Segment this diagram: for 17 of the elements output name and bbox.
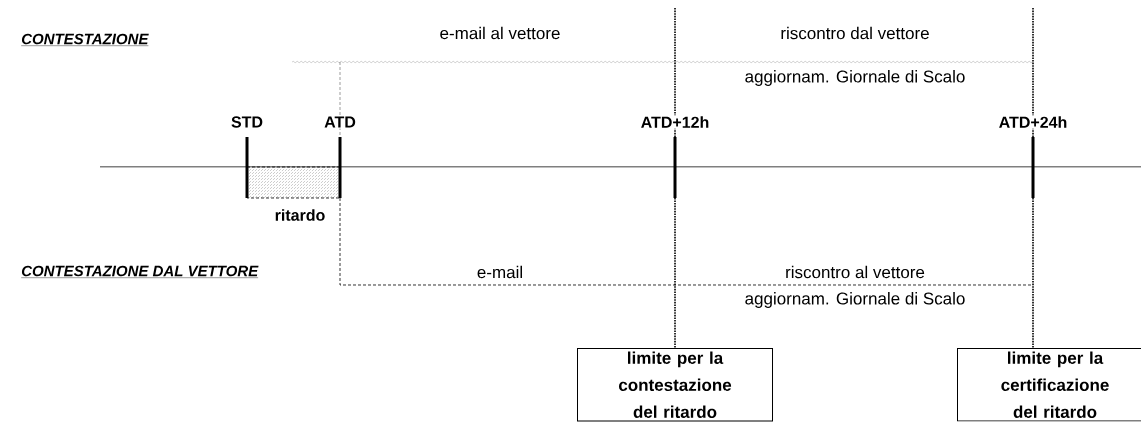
step-label: aggiornam. Giornale di Scalo bbox=[743, 69, 967, 87]
time-label: ATD+24h bbox=[997, 115, 1069, 129]
step-label: e-mail bbox=[475, 264, 525, 280]
section-heading: CONTESTAZIONE bbox=[20, 32, 150, 48]
time-label: ATD+12h bbox=[639, 115, 711, 129]
step-label: riscontro al vettore bbox=[784, 264, 926, 280]
time-label: ATD bbox=[323, 115, 357, 129]
time-label: ritardo bbox=[273, 208, 327, 222]
step-label: e-mail al vettore bbox=[438, 25, 562, 41]
time-label: STD bbox=[230, 115, 264, 129]
dotted-line bbox=[1032, 7, 1034, 349]
section-heading: CONTESTAZIONE DAL VETTORE bbox=[20, 264, 260, 280]
limit-box: limite per la certificazione del ritardo bbox=[957, 348, 1141, 422]
step-label: riscontro dal vettore bbox=[779, 25, 931, 41]
limit-box: limite per la contestazione del ritardo bbox=[577, 348, 773, 422]
dotted-line bbox=[674, 7, 676, 349]
step-label: aggiornam. Giornale di Scalo bbox=[743, 291, 967, 309]
